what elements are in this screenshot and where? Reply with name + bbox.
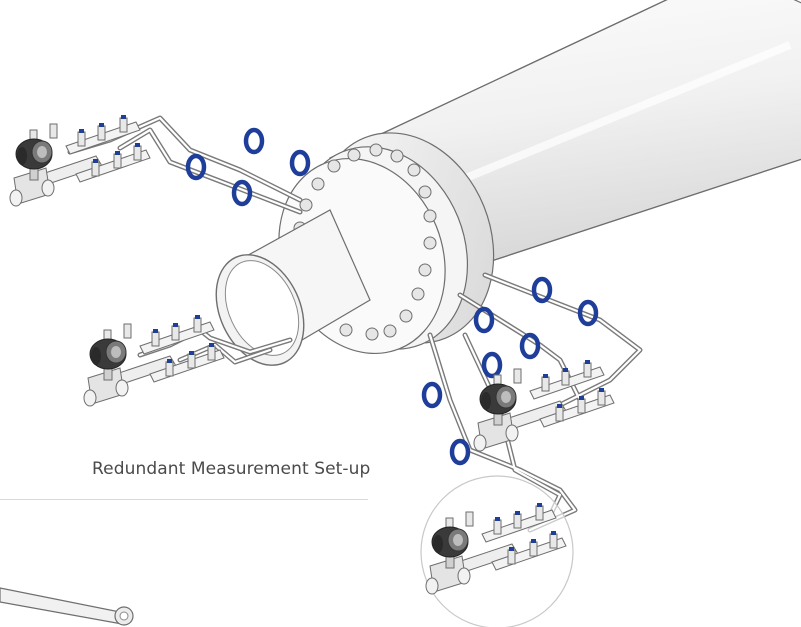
inlet-pipe-stub xyxy=(215,209,371,366)
pressure-transmitter-icon xyxy=(9,114,151,207)
partial-pipe-bottom-left xyxy=(0,587,134,626)
divider-line xyxy=(0,499,368,500)
diagram-caption: Redundant Measurement Set-up xyxy=(92,459,371,479)
pressure-transmitter-icon xyxy=(83,314,225,407)
